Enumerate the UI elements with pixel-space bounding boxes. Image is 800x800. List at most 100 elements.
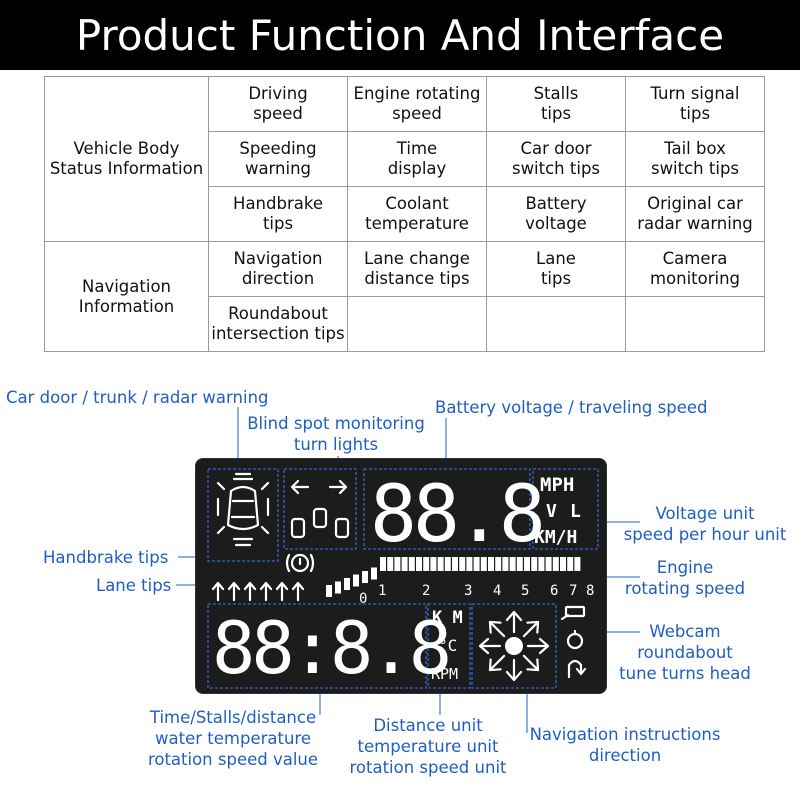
callout-handbrake: Handbrake tips xyxy=(43,548,169,567)
tach-segment xyxy=(567,557,574,571)
tach-segment xyxy=(552,557,559,571)
table-cell: Navigation direction xyxy=(208,241,348,297)
tach-segment xyxy=(430,557,437,571)
unit-rpm: RPM xyxy=(431,665,458,683)
callout-lane: Lane tips xyxy=(96,576,172,595)
unit-mph: MPH xyxy=(540,474,574,496)
callout-battery: Battery voltage / traveling speed xyxy=(435,398,708,417)
tach-segment xyxy=(524,557,530,571)
table-cell: Car door switch tips xyxy=(486,131,626,187)
speed-digits: 88.8 xyxy=(370,470,542,560)
tach-segment xyxy=(495,557,502,571)
tach-segment xyxy=(545,557,552,571)
table-cell: Original car radar warning xyxy=(625,186,765,242)
table-cell: Engine rotating speed xyxy=(347,76,487,132)
table-cell: Driving speed xyxy=(208,76,348,132)
tach-tick-label: 1 xyxy=(378,583,386,599)
unit-l: L xyxy=(570,501,581,522)
table-row: Roundabout intersection tips xyxy=(45,296,765,352)
car-status-group xyxy=(207,468,279,562)
table-cell: Stalls tips xyxy=(486,76,626,132)
tach-tick-label: 6 xyxy=(550,583,558,599)
unit-km: K M xyxy=(432,608,463,628)
unit-kmh: KM/H xyxy=(534,527,577,548)
tach-segment xyxy=(459,557,466,571)
tach-tick-label: 0 xyxy=(359,591,367,607)
table-cell: Handbrake tips xyxy=(208,186,348,242)
nav-center xyxy=(505,637,523,655)
unit-group-lower xyxy=(427,603,471,689)
nav-arrow xyxy=(526,637,550,655)
tach-segment xyxy=(380,557,386,571)
main-digits: 88:8.8 xyxy=(212,606,448,690)
tach-tick-label: 8 xyxy=(586,583,594,599)
navigation-direction-icon xyxy=(478,610,550,682)
tach-segment xyxy=(574,557,581,571)
tach-segment xyxy=(353,574,359,587)
tach-segment xyxy=(516,557,523,571)
table-cell xyxy=(625,296,765,352)
table-row: Vehicle Body Status Information Driving … xyxy=(44,76,765,242)
nav-arrow-group xyxy=(471,603,557,689)
nav-arrow xyxy=(522,620,540,638)
tach-segment xyxy=(408,557,415,571)
table-row: Speeding warning Time display Car door s… xyxy=(45,131,765,187)
lane-arrow xyxy=(291,581,305,602)
tach-segment xyxy=(394,557,401,571)
camera-icon xyxy=(560,605,586,621)
nav-arrow xyxy=(522,654,540,672)
tach-segment xyxy=(362,571,368,583)
callout-engine: Engine rotating speed xyxy=(624,558,746,598)
table-cell: Turn signal tips xyxy=(625,76,765,132)
callout-blind-spot: Blind spot monitoring turn lights xyxy=(247,414,425,454)
table-cell: Speeding warning xyxy=(208,131,348,187)
tach-segment xyxy=(335,581,341,594)
tach-segment xyxy=(452,557,458,571)
lane-arrow xyxy=(259,581,273,602)
table-cell: Camera monitoring xyxy=(625,241,765,297)
tach-segment xyxy=(488,557,494,571)
lane-arrow xyxy=(243,581,257,602)
tach-segment xyxy=(466,557,473,571)
nav-arrow xyxy=(478,637,502,655)
tach-segment xyxy=(531,557,538,571)
tach-segment xyxy=(502,557,509,571)
tach-segment xyxy=(509,557,516,571)
tach-segment xyxy=(416,557,422,571)
tach-segment xyxy=(473,557,480,571)
table-cell: Battery voltage xyxy=(486,186,626,242)
unit-voltage: V xyxy=(546,501,557,522)
table-row: Navigation Information Navigation direct… xyxy=(44,241,765,352)
lane-arrows-icon xyxy=(211,581,305,602)
car-radar-icon xyxy=(216,472,270,547)
callout-distance-unit: Distance unit temperature unit rotation … xyxy=(349,716,507,777)
tach-tick-label: 7 xyxy=(569,583,577,599)
tach-segment xyxy=(401,557,408,571)
tach-tick-label: 3 xyxy=(464,583,472,599)
nav-arrow xyxy=(488,620,506,638)
unit-celsius: °C xyxy=(438,636,457,655)
tach-segment xyxy=(480,557,487,571)
tach-tick-label: 2 xyxy=(422,583,430,599)
page-title: Product Function And Interface xyxy=(0,0,800,70)
tach-segment xyxy=(326,585,332,597)
callout-time-stalls: Time/Stalls/distance water temperature r… xyxy=(147,708,319,769)
table-cell: Coolant temperature xyxy=(347,186,487,242)
unit-group xyxy=(532,468,599,550)
row-header-vehicle-body: Vehicle Body Status Information xyxy=(44,76,209,242)
nav-arrow xyxy=(505,658,523,682)
lane-arrow xyxy=(211,581,225,602)
speed-group xyxy=(363,468,531,550)
lane-arrow xyxy=(227,581,241,602)
tach-tick-label: 4 xyxy=(493,583,501,599)
main-digit-group xyxy=(207,603,427,689)
tachometer-bar xyxy=(326,557,581,597)
table-cell xyxy=(347,296,487,352)
tach-segment xyxy=(560,557,566,571)
callout-voltage-unit: Voltage unit speed per hour unit xyxy=(623,504,787,544)
nav-arrow xyxy=(488,654,506,672)
table-cell: Roundabout intersection tips xyxy=(208,296,348,352)
roundabout-icon xyxy=(566,629,584,650)
